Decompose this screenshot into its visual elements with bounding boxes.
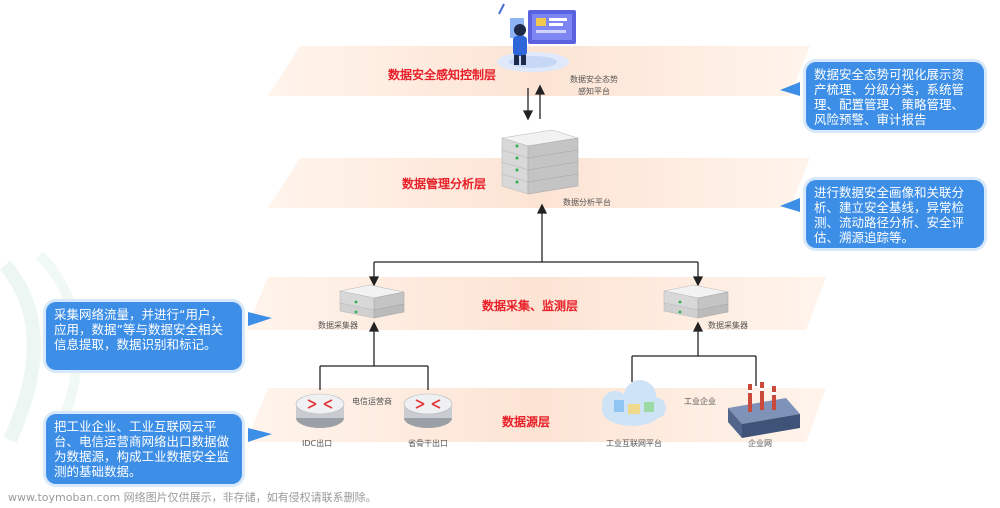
collector-right-label: 数据采集器 bbox=[708, 321, 748, 330]
idc-exit-label: IDC出口 bbox=[302, 439, 333, 448]
monitoring-operator-icon bbox=[497, 3, 576, 72]
bidirectional-arrows bbox=[522, 84, 546, 121]
callout-tail-collection bbox=[248, 312, 272, 326]
router-province-icon bbox=[403, 393, 453, 428]
watermark-text: www.toymoban.com 网络图片仅供展示，非存储，如有侵权请联系删除。 bbox=[8, 491, 377, 504]
industrial-enterprise-label: 工业企业 bbox=[684, 397, 716, 406]
layer-title-collection: 数据采集、监测层 bbox=[482, 299, 579, 313]
collector-left-icon bbox=[339, 284, 405, 319]
layer-title-perception: 数据安全感知控制层 bbox=[388, 68, 497, 82]
callout-analysis: 进行数据安全画像和关联分析、建立安全基线，异常检测、流动路径分析、安全评估、溯源… bbox=[806, 180, 984, 248]
iiot-platform-label: 工业互联网平台 bbox=[606, 439, 662, 448]
factory-icon bbox=[728, 382, 800, 438]
callout-collection: 采集网络流量，并进行“用户，应用，数据”等与数据安全相关信息提取，数据识别和标记… bbox=[46, 302, 242, 370]
situation-platform-label-line2: 感知平台 bbox=[578, 87, 610, 96]
situation-platform-label-line1: 数据安全态势 bbox=[570, 75, 618, 84]
layer-band-source bbox=[246, 388, 826, 442]
collectors-to-sources-lines bbox=[319, 321, 757, 390]
telecom-label: 电信运营商 bbox=[352, 397, 392, 406]
callout-tail-analysis bbox=[780, 198, 800, 212]
analysis-platform-label: 数据分析平台 bbox=[563, 198, 611, 207]
callout-source: 把工业企业、工业互联网云平台、电信运营商网络出口数据做为数据源，构成工业数据安全… bbox=[46, 414, 242, 484]
callout-tail-perception bbox=[780, 82, 800, 96]
analysis-to-collectors-lines bbox=[368, 203, 704, 287]
collector-right-icon bbox=[663, 284, 729, 319]
enterprise-network-label: 企业网 bbox=[748, 439, 772, 448]
callout-tail-source bbox=[248, 428, 272, 442]
callout-perception: 数据安全态势可视化展示资产梳理、分级分类，系统管理、配置管理、策略管理、风险预警… bbox=[806, 62, 984, 130]
layer-title-analysis: 数据管理分析层 bbox=[402, 177, 487, 191]
server-stack-icon bbox=[501, 129, 579, 195]
collector-left-label: 数据采集器 bbox=[318, 321, 358, 330]
layer-title-source: 数据源层 bbox=[502, 415, 551, 429]
cloud-platform-icon bbox=[602, 380, 666, 426]
router-idc-icon bbox=[295, 393, 345, 428]
province-exit-label: 省骨干出口 bbox=[408, 439, 448, 448]
